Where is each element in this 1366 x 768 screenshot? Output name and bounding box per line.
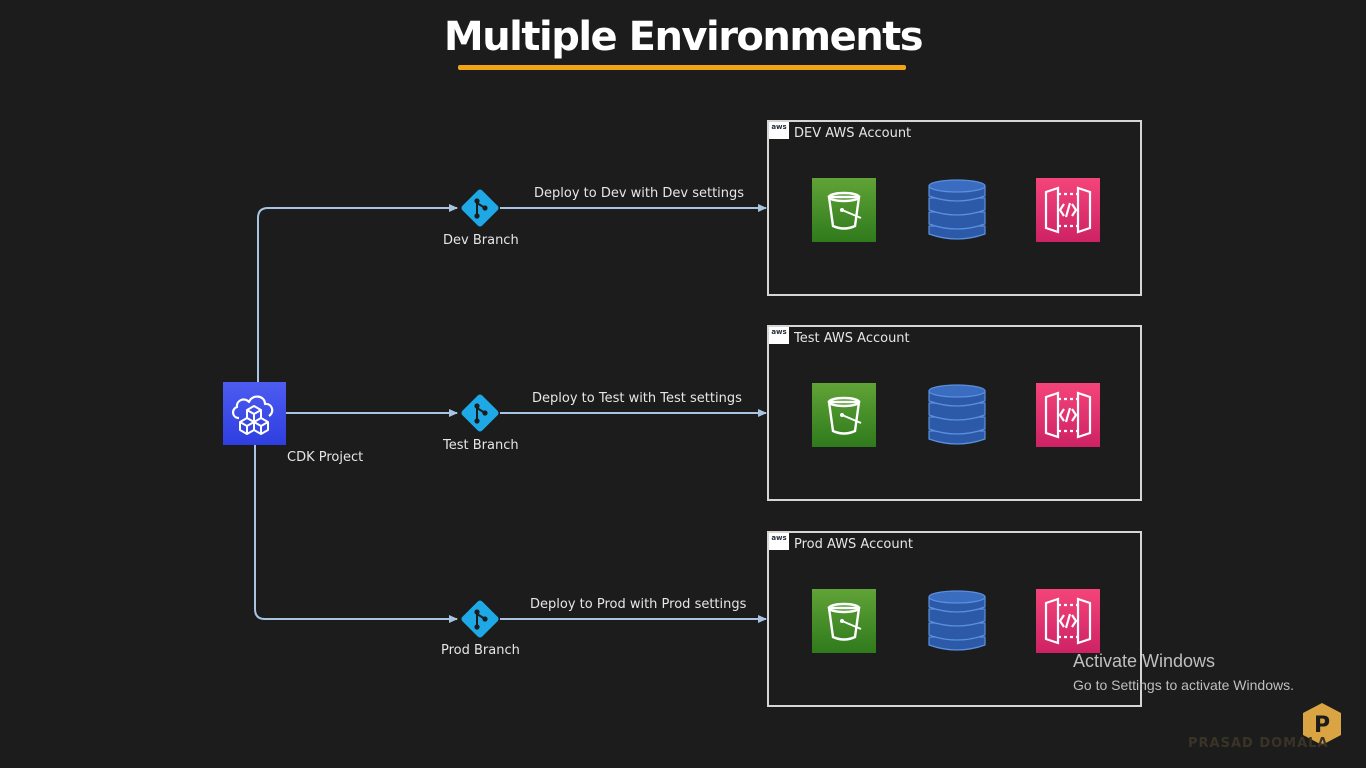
test-edge-label: Deploy to Test with Test settings [532, 391, 742, 406]
cdk-project-icon [223, 382, 286, 445]
api-gateway-icon [1036, 178, 1100, 242]
test-aws-account: aws Test AWS Account [767, 325, 1142, 501]
dev-account-title: DEV AWS Account [794, 126, 912, 141]
api-gateway-icon [1036, 383, 1100, 447]
dev-edge-label: Deploy to Dev with Dev settings [534, 186, 745, 201]
cdk-project-label: CDK Project [287, 450, 364, 465]
activate-windows-title: Activate Windows [1073, 651, 1216, 671]
dynamodb-icon [925, 589, 989, 653]
prod-edge-label: Deploy to Prod with Prod settings [530, 597, 747, 612]
s3-bucket-icon [812, 178, 876, 242]
dev-branch-git-icon [461, 189, 499, 227]
dynamodb-icon [925, 383, 989, 447]
connector-cdk-dev [257, 204, 458, 382]
channel-logo-icon: P [1303, 703, 1341, 745]
aws-logo-icon: aws [769, 533, 789, 550]
api-gateway-icon [1036, 589, 1100, 653]
connector-cdk-prod [254, 445, 458, 623]
prod-branch-git-icon [461, 600, 499, 638]
channel-logo-text: PRASAD DOMALA [1188, 736, 1329, 751]
dev-aws-account: aws DEV AWS Account [767, 120, 1142, 296]
test-branch-git-icon [461, 394, 499, 432]
diagram-title: Multiple Environments [443, 14, 924, 60]
test-account-title: Test AWS Account [794, 331, 910, 346]
aws-logo-icon: aws [769, 327, 789, 344]
dynamodb-icon [925, 178, 989, 242]
prod-branch-label: Prod Branch [441, 643, 520, 658]
activate-windows-subtitle: Go to Settings to activate Windows. [1073, 677, 1294, 693]
logo-letter: P [1314, 713, 1330, 738]
dev-branch-label: Dev Branch [443, 233, 519, 248]
test-branch-label: Test Branch [443, 438, 519, 453]
aws-logo-icon: aws [769, 122, 789, 139]
prod-account-title: Prod AWS Account [794, 537, 913, 552]
title-underline [458, 65, 906, 70]
s3-bucket-icon [812, 589, 876, 653]
s3-bucket-icon [812, 383, 876, 447]
prod-aws-account: aws Prod AWS Account [767, 531, 1142, 707]
